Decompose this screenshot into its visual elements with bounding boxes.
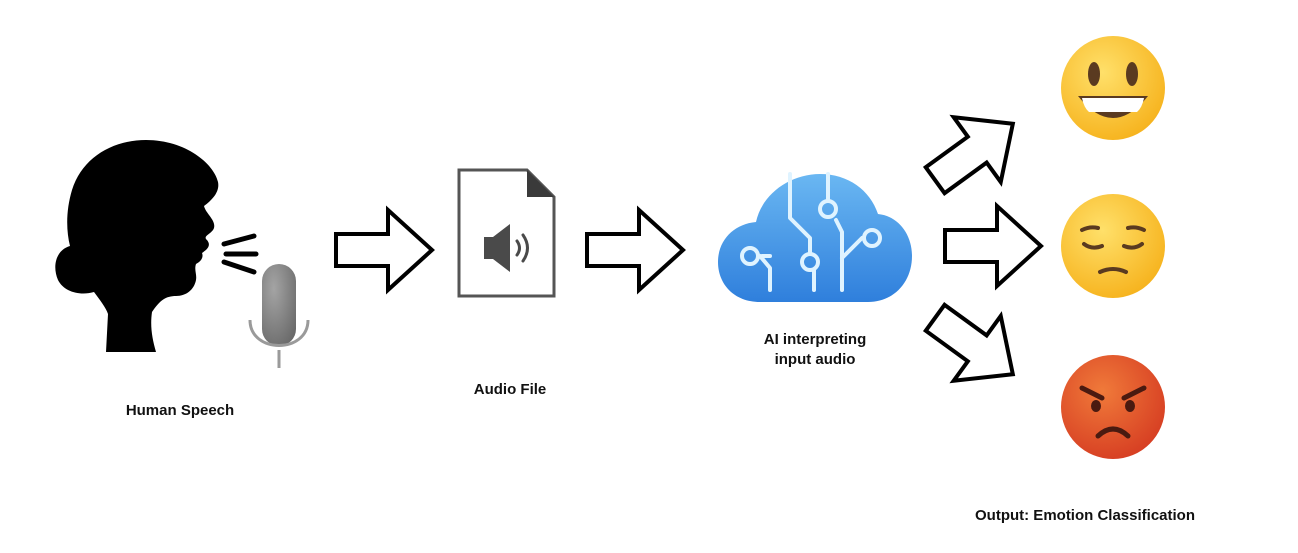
ai-label-line-1: AI interpreting: [763, 331, 867, 348]
speech-lines: [221, 233, 259, 275]
audio-file-label: Audio File: [473, 381, 547, 398]
sad-emoji-icon: [1061, 194, 1165, 298]
human-speech-label: Human Speech: [125, 402, 235, 419]
arrow-icon: [585, 205, 686, 295]
arrow-icon: [943, 201, 1044, 291]
ai-cloud-icon: [718, 172, 912, 302]
ai-interpreting-label: AI interpreting input audio: [730, 330, 900, 370]
arrow-icon: [334, 205, 435, 295]
speaker-icon: [484, 224, 529, 272]
ai-label-line-2: input audio: [774, 351, 856, 368]
output-label: Output: Emotion Classification: [975, 507, 1195, 524]
arrow-icon: [922, 114, 1016, 196]
happy-emoji-icon: [1061, 36, 1165, 140]
microphone-icon: [248, 264, 310, 368]
angry-emoji-icon: [1061, 355, 1165, 459]
human-speaking-icon: [55, 140, 219, 352]
audio-file-icon: [457, 168, 556, 298]
arrow-icon: [922, 302, 1016, 384]
